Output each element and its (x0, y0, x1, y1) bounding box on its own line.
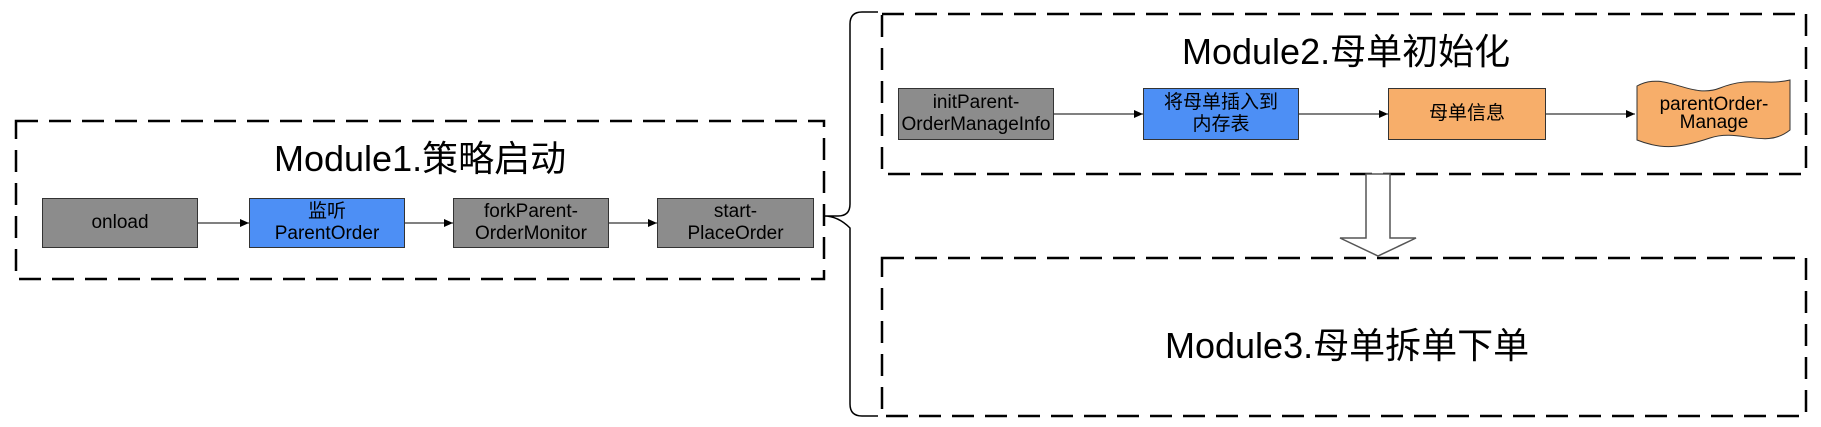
start-place-order-node: start- PlaceOrder (657, 198, 814, 248)
parent-order-info-node: 母单信息 (1388, 88, 1546, 140)
parent-order-manage-label: parentOrder- Manage (1659, 94, 1769, 133)
block-arrow-down (1339, 173, 1417, 257)
module1-title: Module1.策略启动 (274, 138, 567, 179)
grouping-brace (823, 11, 878, 417)
fork-parent-order-monitor-node: forkParent- OrderMonitor (453, 198, 609, 248)
module3-boundary (880, 256, 1808, 418)
module2-title: Module2.母单初始化 (1182, 31, 1511, 72)
init-parent-order-manage-info-node: initParent- OrderManageInfo (898, 88, 1054, 140)
module2-boundary (880, 12, 1808, 176)
onload-node: onload (42, 198, 198, 248)
module1-boundary (14, 119, 826, 281)
insert-memory-table-node: 将母单插入到 内存表 (1143, 88, 1299, 140)
listen-parent-order-node: 监听 ParentOrder (249, 198, 405, 248)
parent-order-manage-shape (1636, 79, 1791, 148)
module3-title: Module3.母单拆单下单 (1165, 325, 1530, 366)
